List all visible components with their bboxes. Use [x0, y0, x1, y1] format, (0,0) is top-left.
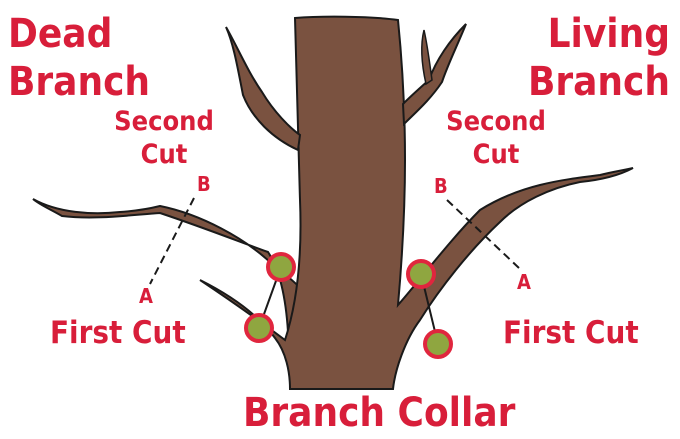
second-cut-left-line-2: Cut — [112, 141, 216, 168]
right-cut-point-a: A — [517, 272, 531, 292]
dead-branch-title: Dead Branch — [8, 14, 150, 102]
living-branch-line-2: Branch — [528, 62, 670, 102]
branch-collar-label: Branch Collar — [243, 393, 515, 433]
living-branch-title: Living Branch — [528, 14, 670, 102]
dead-branch-line-1: Dead — [8, 14, 150, 54]
second-cut-left-line-1: Second — [112, 108, 216, 135]
upper-left-branch-shape — [226, 27, 300, 150]
left-cut-point-b: B — [197, 174, 211, 194]
second-cut-right-line-2: Cut — [444, 141, 548, 168]
second-cut-left-label: Second Cut — [112, 108, 216, 168]
left-collar-bottom-dot — [246, 315, 272, 341]
left-cut-point-a: A — [139, 286, 153, 306]
second-cut-right-line-1: Second — [444, 108, 548, 135]
dead-branch-line-2: Branch — [8, 62, 150, 102]
left-collar-top-dot — [268, 254, 294, 280]
right-cut-point-b: B — [434, 176, 448, 196]
living-branch-line-1: Living — [528, 14, 670, 54]
right-collar-top-dot — [408, 261, 434, 287]
right-collar-bottom-dot — [425, 331, 451, 357]
first-cut-right-label: First Cut — [503, 318, 639, 349]
upper-right-twig-shape — [422, 30, 432, 84]
second-cut-right-label: Second Cut — [444, 108, 548, 168]
first-cut-left-label: First Cut — [50, 318, 186, 349]
